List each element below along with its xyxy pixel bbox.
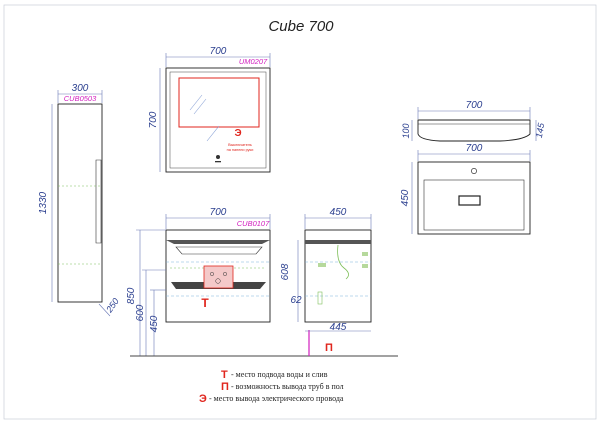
mirror-switch-icon — [216, 155, 220, 159]
legend: Т - место подвода воды и слив П - возмож… — [199, 369, 344, 405]
base-cabinet-front-view: Т 700 CUB0107 850 600 450 — [126, 207, 398, 357]
product-title: Cube 700 — [268, 18, 334, 35]
base-model-code: CUB0107 — [237, 219, 270, 228]
faucet-hole-icon — [471, 168, 477, 174]
basin-height-label: 100 — [401, 123, 411, 138]
mirror-switch-caption-2: на панели руки — [227, 148, 254, 152]
mirror-frame — [165, 67, 271, 173]
legend-item-water: Т - место подвода воды и слив — [221, 369, 328, 381]
mirror-height-label: 700 — [148, 111, 159, 128]
base-height-450-label: 450 — [149, 315, 160, 332]
side-depth-bottom-label: 445 — [330, 322, 347, 333]
legend-mark-floor: П — [221, 381, 229, 393]
basin-top-width-label: 700 — [466, 100, 483, 111]
basin-bowl — [423, 179, 525, 231]
basin-drain-icon — [458, 195, 481, 206]
base-cabinet-side-view: П 450 445 608 62 — [280, 207, 372, 356]
column-cabinet-view: 300 CUB0503 1330 250 — [38, 83, 121, 317]
legend-text-floor: - возможность вывода труб в пол — [231, 382, 344, 391]
basin-section-outline — [417, 119, 531, 142]
legend-item-electric: Э - место вывода электрического провода — [199, 393, 344, 405]
base-height-850-label: 850 — [126, 287, 137, 304]
column-width-label: 300 — [72, 83, 89, 94]
basin-plan-width-label: 700 — [466, 143, 483, 154]
side-drawer-offset-label: 62 — [290, 295, 302, 306]
floor-pipe-mark: П — [325, 342, 333, 354]
water-inlet-zone — [203, 265, 234, 289]
base-height-600-label: 600 — [135, 304, 146, 321]
basin-lip-label: 145 — [534, 121, 547, 139]
basin-plan-view: 700 450 — [400, 143, 531, 235]
siphon-icon — [337, 244, 349, 280]
basin-plan-outline — [417, 161, 531, 235]
column-handle — [95, 159, 102, 244]
column-model-code: CUB0503 — [64, 94, 97, 103]
column-height-label: 1330 — [38, 191, 49, 214]
legend-item-floor: П - возможность вывода труб в пол — [221, 381, 344, 393]
base-water-mark: Т — [201, 296, 209, 310]
mirror-width-label: 700 — [210, 46, 227, 57]
base-width-label: 700 — [210, 207, 227, 218]
legend-text-water: - место подвода воды и слив — [231, 370, 328, 379]
column-depth-line — [98, 303, 111, 317]
side-depth-top-label: 450 — [330, 207, 347, 218]
basin-rim-top — [166, 240, 270, 244]
basin-plan-depth-label: 450 — [400, 189, 411, 206]
legend-mark-electric: Э — [199, 393, 207, 405]
legend-mark-water: Т — [221, 369, 228, 381]
sheet-border — [3, 4, 597, 420]
mirror-switch-caption-1: Выключатель — [228, 143, 252, 147]
mirror-view: Э Выключатель на панели руки 700 UM0207 … — [148, 46, 271, 173]
legend-text-electric: - место вывода электрического провода — [209, 394, 344, 403]
column-body — [57, 103, 103, 303]
mirror-electric-mark: Э — [234, 128, 241, 139]
mirror-model-code: UM0207 — [239, 57, 268, 66]
drawer-1-handle — [175, 246, 263, 255]
column-depth-label: 250 — [104, 296, 121, 315]
basin-section-view: 700 100 145 — [401, 100, 547, 142]
side-height-label: 608 — [280, 263, 291, 280]
mirror-led-panel — [178, 77, 260, 128]
